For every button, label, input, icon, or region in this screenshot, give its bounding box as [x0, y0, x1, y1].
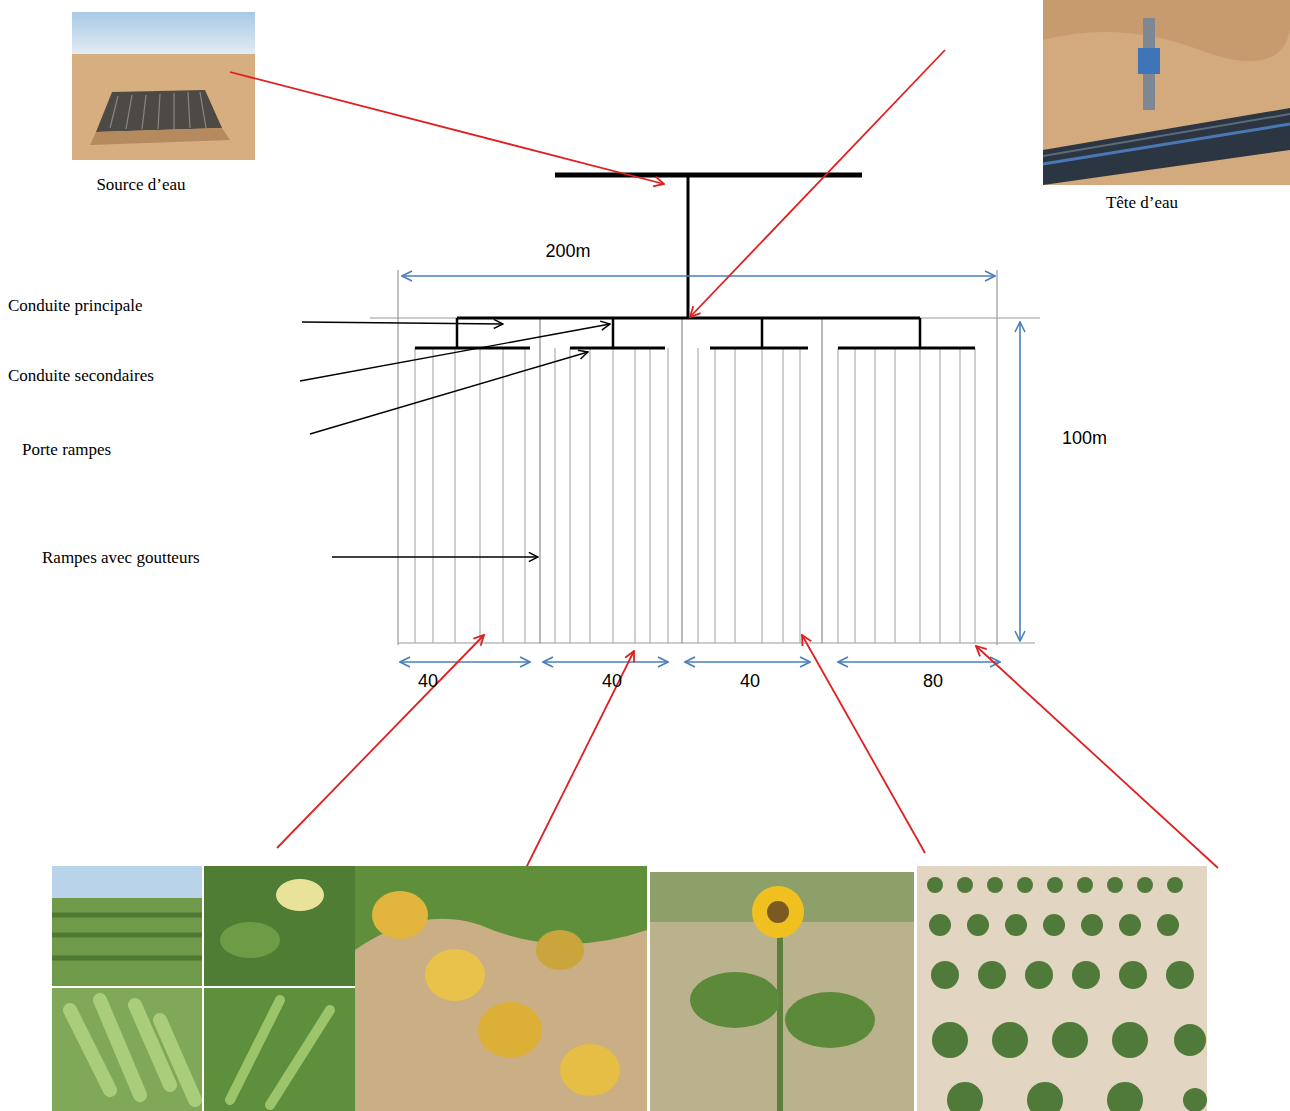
photo-sky [52, 866, 202, 898]
okra-pods [52, 988, 202, 1111]
pointer-arrow [522, 651, 634, 876]
field-ground [650, 872, 914, 1111]
dimension-arrow [838, 661, 1000, 663]
okra-plant [204, 988, 355, 1111]
photo-ground [72, 12, 255, 160]
photo-ground-shade [1043, 0, 1290, 61]
photo-caption: Tête d’eau [1106, 193, 1178, 213]
sand-ground [917, 866, 1207, 1111]
secondary-pipe [457, 318, 920, 348]
sunflower-leaf [690, 972, 780, 1028]
crop-row [52, 915, 202, 958]
part-label: Conduite principale [8, 296, 143, 316]
dimension-label: 40 [602, 671, 622, 692]
manifold-pipe [415, 347, 975, 350]
photo-sky [72, 12, 255, 54]
pipe-stripe [1043, 124, 1290, 164]
sunflower-center [767, 901, 789, 923]
part-label: Conduite secondaires [8, 366, 154, 386]
section-divider [540, 318, 822, 643]
leader-arrow [332, 556, 538, 557]
plot-frame [370, 270, 1040, 645]
supply-pipe [555, 173, 862, 178]
palm-rows [927, 877, 1207, 1111]
okra-pod [230, 1000, 330, 1105]
water-source-photo [72, 12, 255, 160]
dimension-arrow [685, 661, 810, 663]
part-label: Porte rampes [22, 440, 111, 460]
sunflower-leaf [785, 992, 875, 1048]
pointer-arrow [690, 50, 945, 317]
photo-caption: Source d’eau [96, 175, 185, 195]
okra-leaf [220, 922, 280, 958]
okra-flower [276, 879, 324, 911]
palm-photo [917, 866, 1207, 1111]
sunflower-stem [777, 930, 783, 1111]
okra-field [52, 866, 202, 986]
dimension-arrow [1019, 322, 1021, 641]
melon-leaves [355, 866, 647, 950]
basin-grate [110, 92, 206, 129]
dimension-arrow [400, 661, 530, 663]
supply-riser [687, 175, 690, 318]
drip-lateral [415, 348, 975, 643]
basin-edge [90, 128, 230, 145]
part-label: Rampes avec goutteurs [42, 548, 200, 568]
leader-arrow [300, 324, 610, 381]
sunflower-petals [752, 886, 804, 938]
valve-body [1138, 48, 1160, 74]
photo-ground [1043, 0, 1290, 185]
leader-arrow [310, 352, 588, 434]
dimension-label: 40 [418, 671, 438, 692]
dimension-label: 200m [545, 241, 590, 262]
dimension-label: 100m [1062, 428, 1107, 449]
okra-plant [204, 866, 355, 986]
pipe-body [1043, 108, 1290, 185]
okra-photo [52, 866, 355, 1111]
pointer-arrow [976, 646, 1218, 868]
water-basin [96, 90, 222, 132]
dimension-label: 40 [740, 671, 760, 692]
okra-pod [70, 1000, 195, 1100]
dimension-arrow [402, 275, 995, 277]
water-head-photo [1043, 0, 1290, 185]
dimension-label: 80 [923, 671, 943, 692]
melon-fruit [560, 1044, 620, 1096]
melon-photo [355, 866, 647, 1111]
pointer-arrow [802, 635, 925, 853]
dimension-arrow [543, 661, 668, 663]
melon-fruit [372, 891, 428, 939]
sand-ground [355, 866, 647, 1111]
pointer-arrow [277, 635, 484, 848]
leader-arrow [302, 322, 503, 324]
sunflower-photo [650, 872, 914, 1111]
melon-fruit [425, 949, 485, 1001]
melon-fruit [478, 1002, 542, 1058]
pointer-arrow [230, 72, 664, 184]
melon-fruit [536, 930, 584, 970]
pipe-highlight [1043, 114, 1290, 156]
main-pipe [457, 317, 920, 320]
